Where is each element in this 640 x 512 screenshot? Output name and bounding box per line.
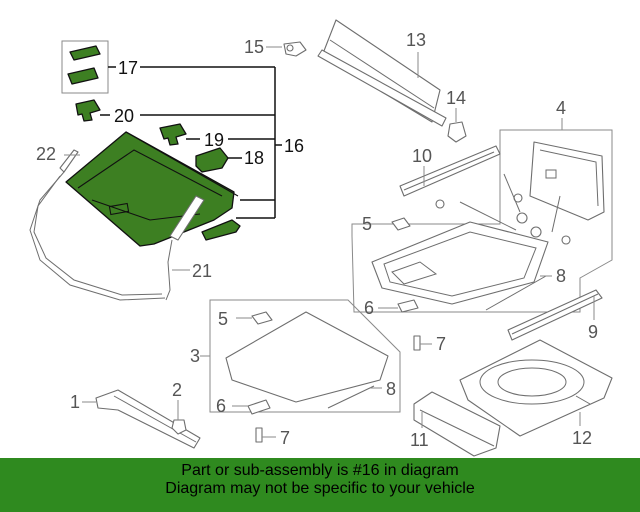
callout-12: 12 bbox=[572, 428, 592, 448]
callout-6-upper: 6 bbox=[364, 298, 374, 318]
callout-8-lower: 8 bbox=[386, 379, 396, 399]
callout-22: 22 bbox=[36, 144, 56, 164]
callout-14: 14 bbox=[446, 88, 466, 108]
part-5-upper-clip[interactable] bbox=[391, 217, 411, 231]
part-8-upper-strut[interactable] bbox=[485, 275, 547, 311]
leaders-3-group bbox=[232, 317, 382, 407]
callout-10: 10 bbox=[412, 146, 432, 166]
part-9-sill[interactable] bbox=[507, 289, 603, 341]
part-4-cargo-floor[interactable] bbox=[371, 221, 549, 305]
callout-20: 20 bbox=[114, 106, 134, 126]
part-20-clip[interactable] bbox=[75, 99, 101, 122]
callout-17: 17 bbox=[118, 58, 138, 78]
part-7-bolt-left[interactable] bbox=[255, 427, 263, 443]
group-4-box bbox=[351, 129, 613, 313]
callout-1: 1 bbox=[70, 392, 80, 412]
part-22-strut[interactable] bbox=[29, 149, 166, 301]
part-18-bracket[interactable] bbox=[195, 147, 229, 173]
callout-15: 15 bbox=[244, 37, 264, 57]
part-1-sill-plate[interactable] bbox=[95, 389, 201, 449]
part-14-bracket[interactable] bbox=[447, 121, 467, 143]
part-10-sill[interactable] bbox=[399, 145, 501, 197]
part-6-lower-hook[interactable] bbox=[247, 399, 271, 415]
part-13-cargo-blind[interactable] bbox=[317, 19, 447, 127]
part-15-bracket[interactable] bbox=[283, 41, 307, 57]
callout-19: 19 bbox=[204, 130, 224, 150]
part-4-hardware bbox=[435, 173, 571, 245]
callout-8-upper: 8 bbox=[556, 266, 566, 286]
callout-6-lower: 6 bbox=[216, 396, 226, 416]
group-3-box bbox=[209, 299, 401, 413]
part-19-clip[interactable] bbox=[159, 123, 187, 146]
callout-18: 18 bbox=[244, 148, 264, 168]
callout-13: 13 bbox=[406, 30, 426, 50]
callout-3: 3 bbox=[190, 346, 200, 366]
part-21-trim[interactable] bbox=[165, 195, 205, 301]
banner-line-1: Part or sub-assembly is #16 in diagram bbox=[181, 462, 459, 479]
leaders-4-group bbox=[376, 223, 552, 309]
part-11-tray[interactable] bbox=[413, 391, 501, 457]
leaders-13-15 bbox=[266, 46, 457, 122]
part-3-floor-panel[interactable] bbox=[225, 311, 389, 403]
callout-16: 16 bbox=[284, 136, 304, 156]
part-8-lower-strut[interactable] bbox=[327, 385, 375, 409]
callout-2: 2 bbox=[172, 380, 182, 400]
part-4-seat-back[interactable] bbox=[529, 141, 605, 221]
part-7-bolt-right[interactable] bbox=[413, 335, 421, 351]
part-16-handle[interactable] bbox=[201, 219, 241, 241]
part-2-clip[interactable] bbox=[171, 419, 187, 435]
banner-line-2: Diagram may not be specific to your vehi… bbox=[165, 480, 475, 497]
part-6-upper-hook[interactable] bbox=[397, 299, 419, 313]
callout-21: 21 bbox=[192, 261, 212, 281]
callout-4: 4 bbox=[556, 98, 566, 118]
callout-7-lower: 7 bbox=[280, 428, 290, 448]
part-5-lower-clip[interactable] bbox=[251, 311, 273, 325]
callout-5-lower: 5 bbox=[218, 309, 228, 329]
callout-5-upper: 5 bbox=[362, 214, 372, 234]
callout-11: 11 bbox=[410, 430, 429, 450]
leaders-16 bbox=[64, 66, 282, 271]
part-12-tire-well[interactable] bbox=[459, 339, 613, 437]
info-banner: Part or sub-assembly is #16 in diagram D… bbox=[0, 458, 640, 512]
callout-7-upper: 7 bbox=[436, 334, 446, 354]
callout-9: 9 bbox=[588, 322, 598, 342]
part-17-cap[interactable] bbox=[67, 45, 101, 85]
